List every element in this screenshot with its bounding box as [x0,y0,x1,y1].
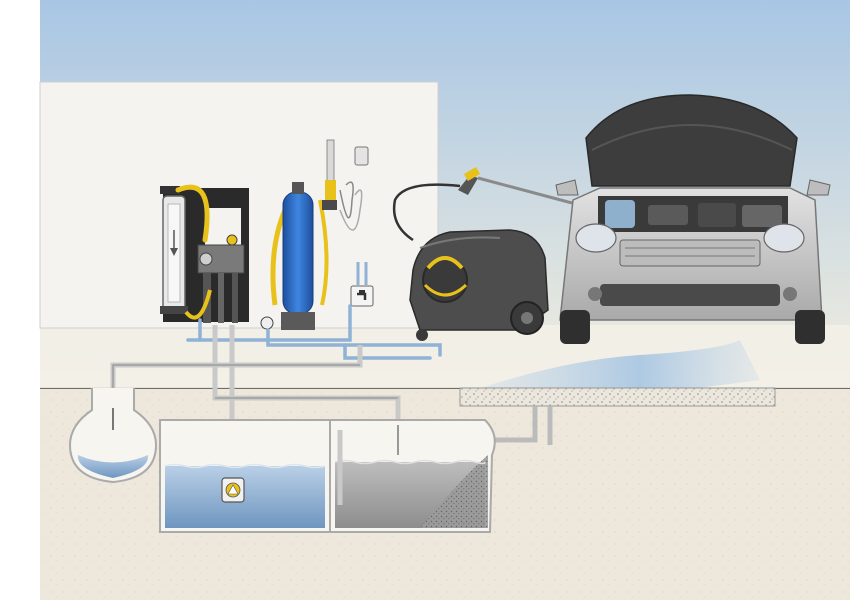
inspection-shaft [68,388,158,484]
drainage-channel [459,387,776,448]
yellow-hose-filter [175,184,210,243]
sedimentation-tank [159,419,331,533]
water-supply-pipes [186,304,442,360]
warning-icon [225,482,241,498]
pressure-washer [392,183,549,341]
wall-mounted-spray-gun [322,139,369,231]
oil-separator-tank [329,419,496,533]
spray-lance [458,167,573,205]
water-softener-tank [260,182,329,330]
submersible-pump [221,477,245,503]
water-spray-mist [460,340,760,401]
car [555,94,831,344]
faucet-icon [350,262,374,307]
